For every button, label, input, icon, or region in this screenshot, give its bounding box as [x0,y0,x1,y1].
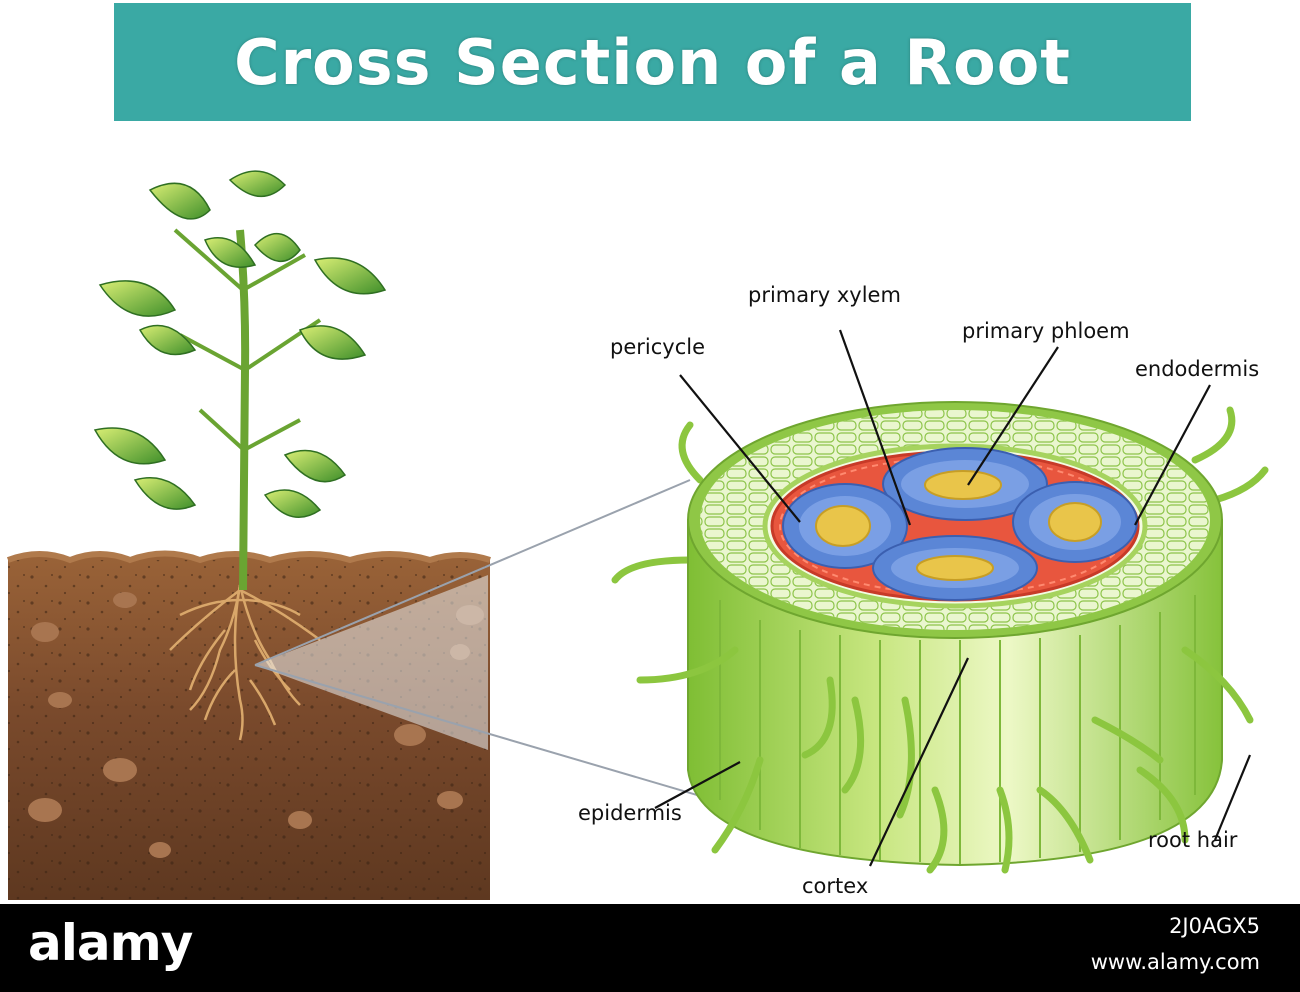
watermark-bar: alamy 2J0AGX5 www.alamy.com [0,904,1300,992]
label-primary-xylem: primary xylem [748,283,901,307]
leader-lines [654,329,1252,867]
root-diagram: primary xylem primary phloem pericycle e… [6,170,1269,900]
diagram-title: Cross Section of a Root [234,25,1071,99]
title-banner: Cross Section of a Root [114,3,1191,121]
alamy-logo: alamy [28,914,193,972]
magnifier-wedge [254,479,766,816]
plant-shoot [93,170,387,591]
label-cortex: cortex [802,874,868,898]
root-cross-section [611,401,1269,874]
image-id: 2J0AGX5 [1169,914,1260,938]
label-epidermis: epidermis [578,801,682,825]
label-primary-phloem: primary phloem [962,319,1130,343]
label-root-hair: root hair [1148,828,1238,852]
label-endodermis: endodermis [1135,357,1259,381]
label-pericycle: pericycle [610,335,705,359]
source-url: www.alamy.com [1090,950,1260,974]
